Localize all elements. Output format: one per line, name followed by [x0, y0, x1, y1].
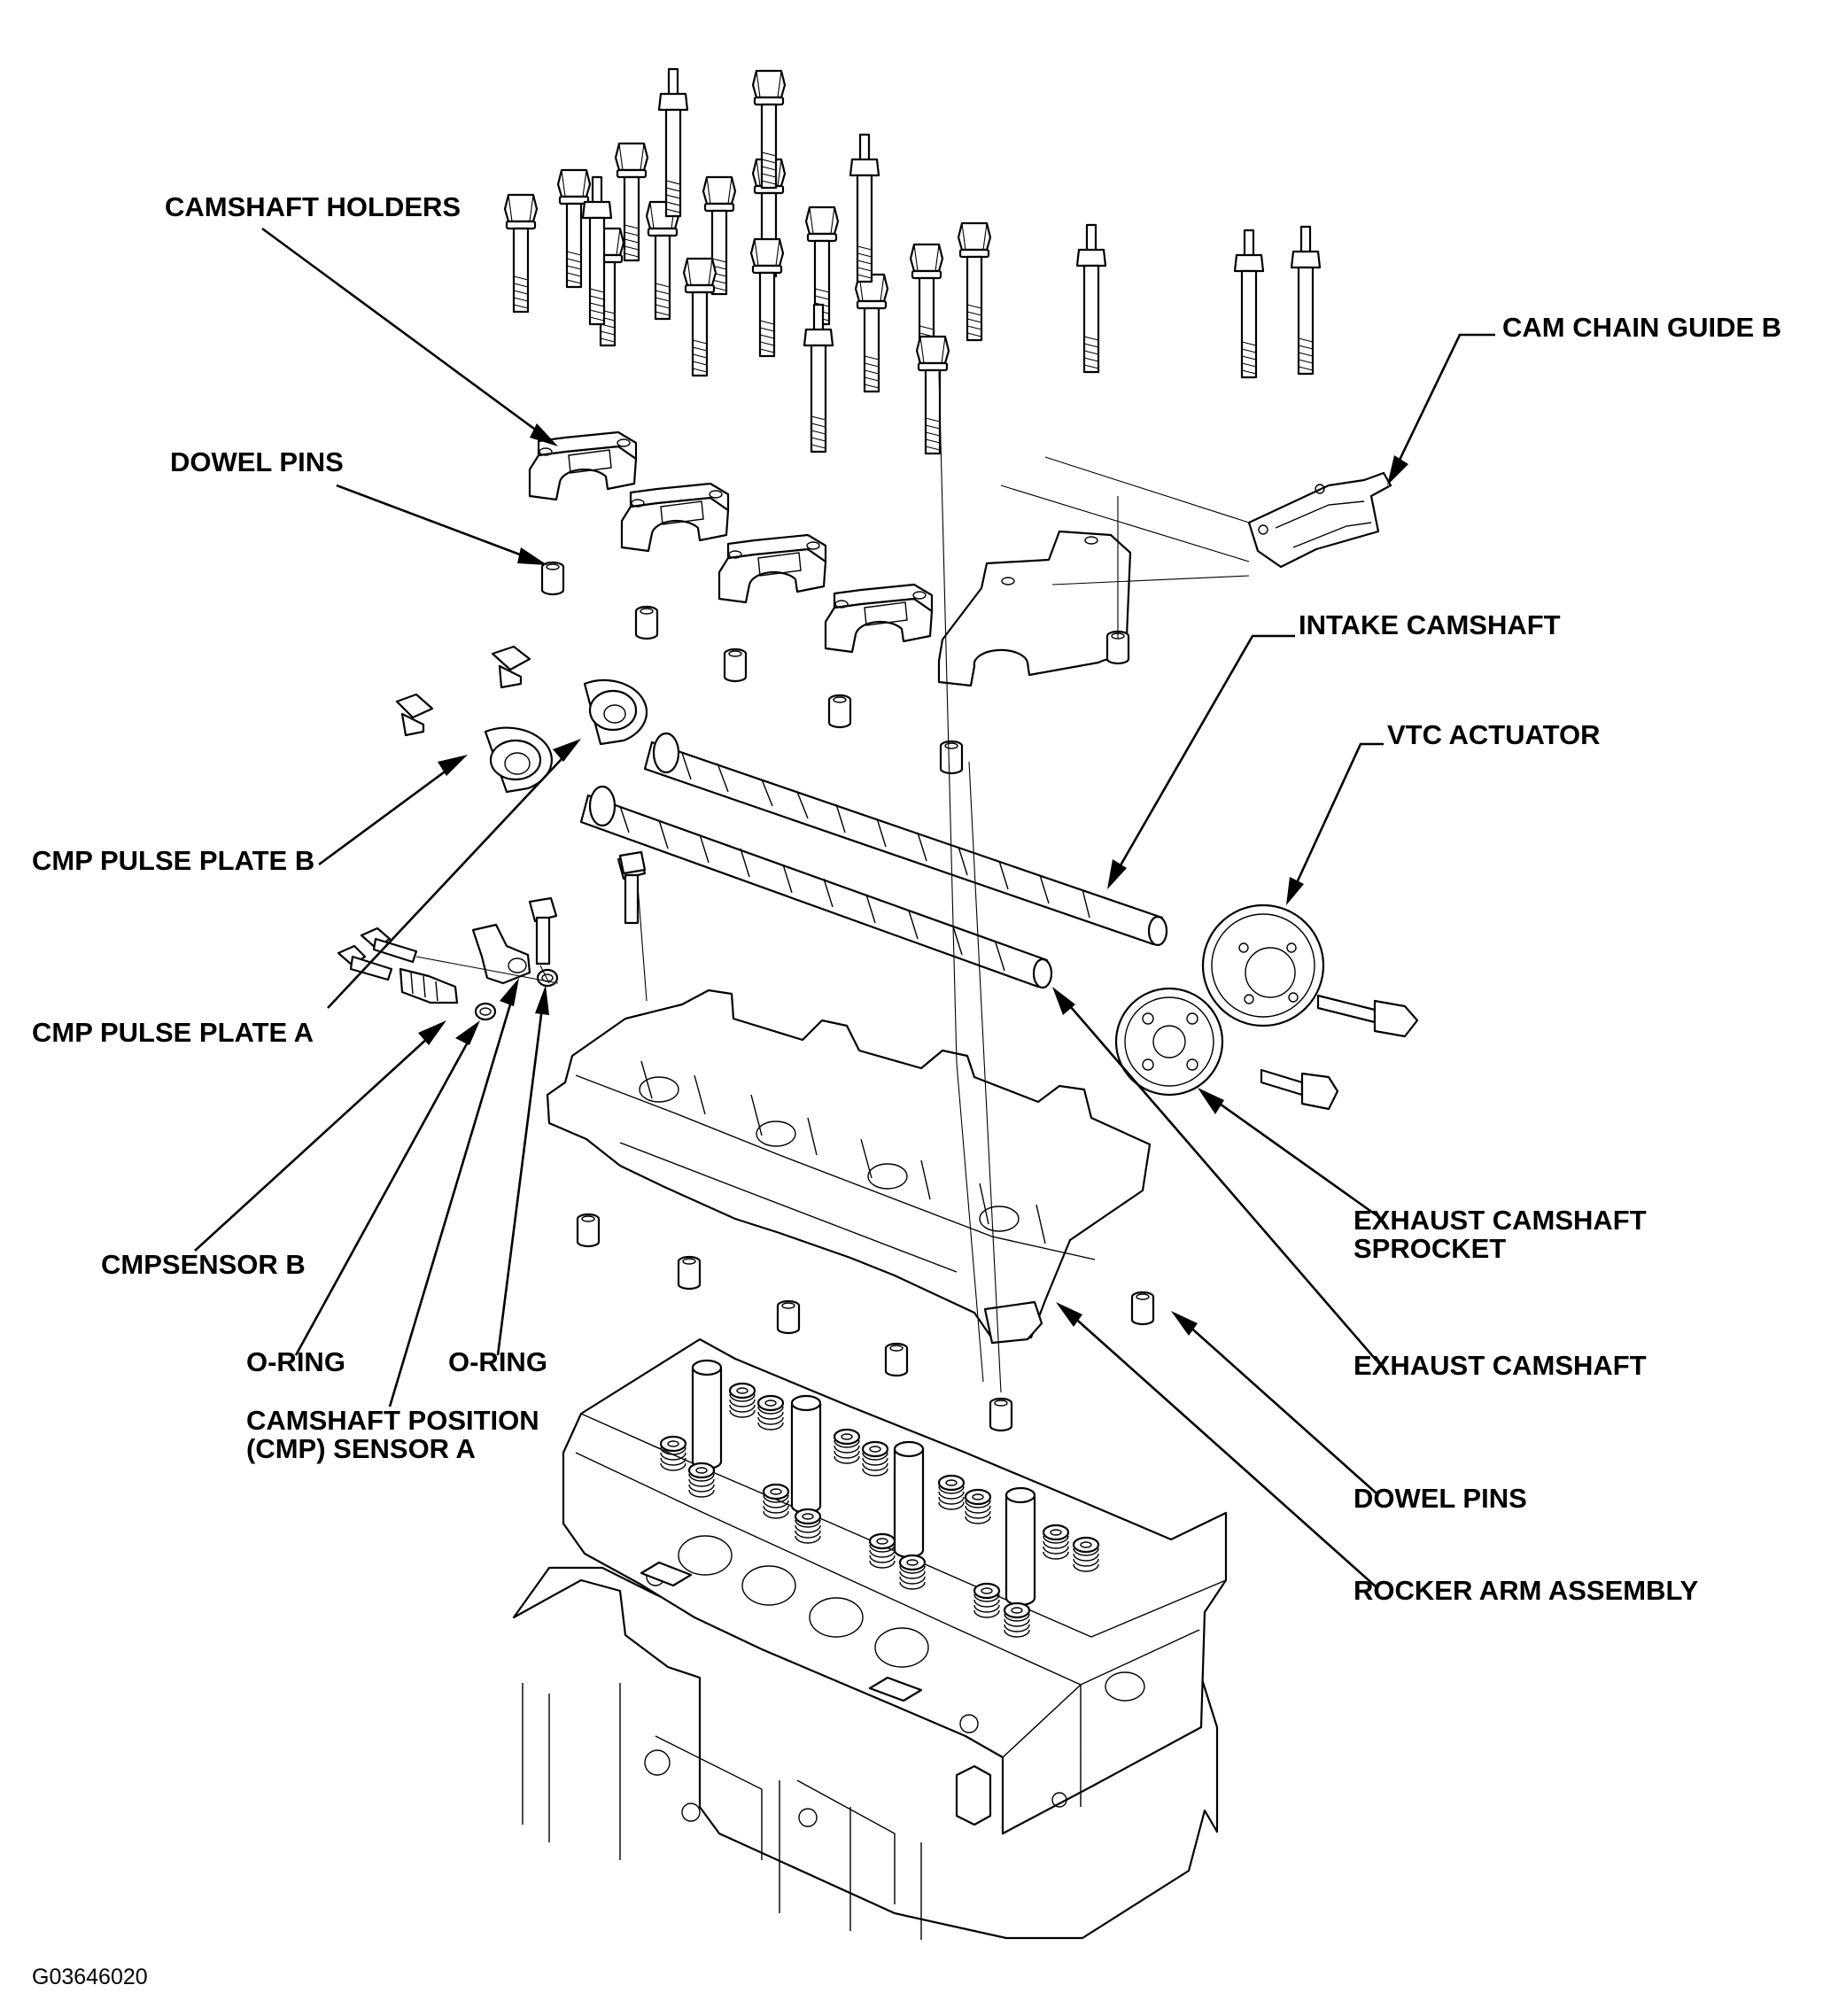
- cmp-pulse-plate-a: [583, 678, 648, 746]
- label-cmpsensor-b: CMPSENSOR B: [101, 1249, 306, 1280]
- label-rocker-arm-assembly: ROCKER ARM ASSEMBLY: [1353, 1575, 1699, 1606]
- sprocket-bolts: [1260, 994, 1419, 1111]
- exhaust-camshaft: [579, 785, 1053, 989]
- cam-chain-guide-b: [1000, 456, 1392, 585]
- label-o-ring-right: O-RING: [448, 1346, 547, 1377]
- exhaust-camshaft-sprocket: [1114, 987, 1224, 1097]
- figure-code: G03646020: [32, 1965, 148, 1989]
- label-cmp-pulse-plate-b: CMP PULSE PLATE B: [32, 845, 314, 876]
- alignment-lines: [415, 371, 1119, 1393]
- rocker-hold-down-bolt: [618, 850, 647, 875]
- label-camshaft-holders: CAMSHAFT HOLDERS: [165, 191, 461, 222]
- label-cam-chain-guide-b: CAM CHAIN GUIDE B: [1502, 312, 1781, 343]
- intake-camshaft: [643, 732, 1168, 947]
- label-o-ring-left: O-RING: [246, 1346, 345, 1377]
- label-cmp-pulse-plate-a: CMP PULSE PLATE A: [32, 1017, 314, 1048]
- camshaft-holder-bolts: [503, 69, 992, 455]
- spark-plug-tubes: [691, 1359, 1036, 1607]
- label-dowel-pins-bottom: DOWEL PINS: [1353, 1483, 1527, 1514]
- pulse-plate-bolts: [395, 645, 531, 737]
- callout-labels: CAMSHAFT HOLDERS CAM CHAIN GUIDE B DOWEL…: [32, 191, 1781, 1989]
- label-vtc-actuator: VTC ACTUATOR: [1387, 719, 1601, 750]
- label-intake-camshaft: INTAKE CAMSHAFT: [1299, 609, 1561, 640]
- rocker-arm-assembly: [546, 989, 1152, 1345]
- label-exhaust-camshaft: EXHAUST CAMSHAFT: [1353, 1350, 1647, 1381]
- cylinder-head: [562, 1338, 1228, 1835]
- vtc-actuator: [1201, 903, 1325, 1027]
- label-dowel-pins-top: DOWEL PINS: [170, 446, 344, 477]
- camshaft-holders: [528, 430, 1132, 687]
- label-exhaust-camshaft-sprocket-2: SPROCKET: [1353, 1233, 1506, 1264]
- label-exhaust-camshaft-sprocket-1: EXHAUST CAMSHAFT: [1353, 1205, 1647, 1236]
- leader-lines: [194, 227, 1495, 1588]
- cmp-pulse-plate-b: [484, 726, 553, 794]
- label-cmp-sensor-a-2: (CMP) SENSOR A: [246, 1433, 476, 1464]
- cmp-sensor-b: [399, 967, 459, 1004]
- head-studs: [640, 1561, 992, 1826]
- label-cmp-sensor-a-1: CAMSHAFT POSITION: [246, 1405, 539, 1436]
- cmp-sensor-a: [471, 923, 531, 985]
- engine-block: [512, 1566, 1219, 1940]
